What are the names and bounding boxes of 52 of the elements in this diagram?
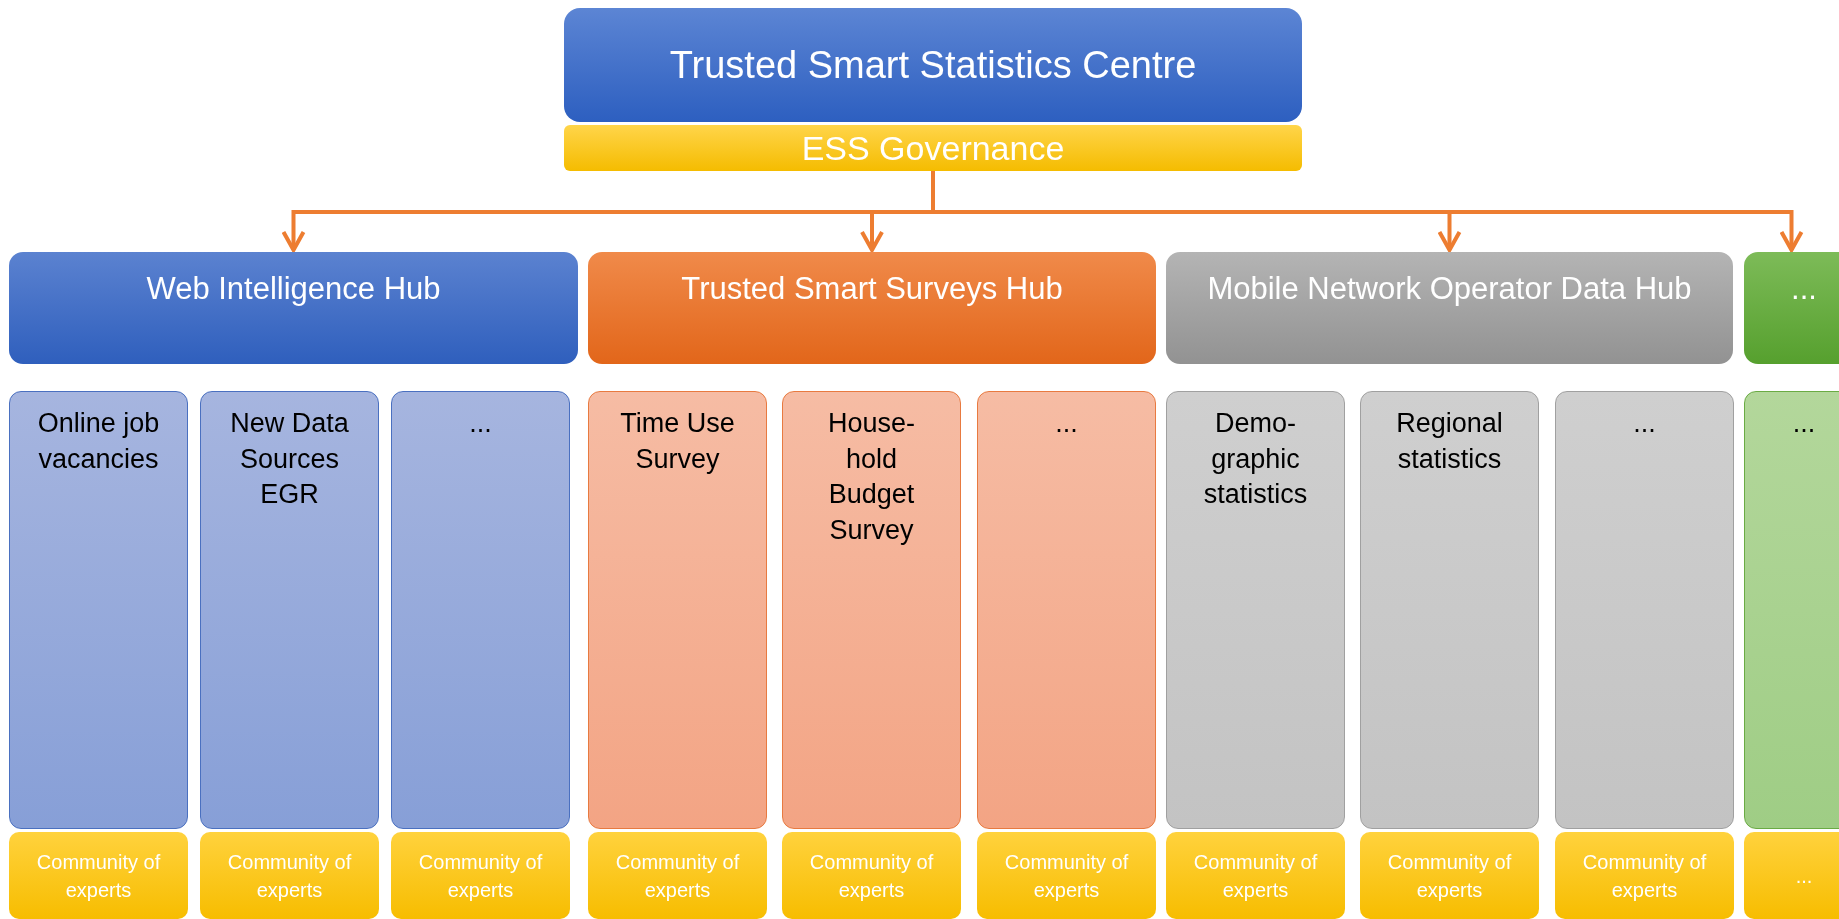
community-box (9, 832, 188, 919)
domain-label: Demo-graphic statistics (1202, 407, 1309, 512)
domain-column (782, 391, 961, 829)
domain-column (391, 391, 570, 829)
community-box (1360, 832, 1539, 919)
community-box (1744, 832, 1839, 919)
hub-title: Web Intelligence Hub (146, 270, 441, 308)
centre-box (564, 8, 1302, 122)
domain-column (977, 391, 1156, 829)
hub-title: Mobile Network Operator Data Hub (1207, 270, 1692, 308)
domain-label: Online job vacancies (36, 407, 161, 476)
domain-label: ... (469, 407, 492, 440)
centre-title: Trusted Smart Statistics Centre (669, 43, 1197, 87)
domain-label: House-hold Budget Survey (826, 407, 916, 547)
domain-label: New Data Sources EGR (229, 407, 350, 512)
community-box (588, 832, 767, 919)
hub-box (588, 252, 1156, 364)
governance-bar (564, 125, 1302, 171)
hub-box (1744, 252, 1839, 364)
governance-label: ESS Governance (801, 128, 1065, 168)
community-box (1555, 832, 1734, 919)
community-label: Community of experts (1581, 849, 1708, 903)
domain-column (200, 391, 379, 829)
domain-label: Regional statistics (1395, 407, 1504, 476)
hub-title: ... (1791, 270, 1817, 308)
domain-label: ... (1792, 407, 1816, 440)
domain-column (9, 391, 188, 829)
domain-column (1744, 391, 1839, 829)
domain-column (588, 391, 767, 829)
community-label: Community of experts (417, 849, 544, 903)
community-label: Community of experts (808, 849, 935, 903)
domain-label: Time Use Survey (619, 407, 736, 476)
domain-label: ... (1633, 407, 1656, 440)
community-label: Community of experts (35, 849, 162, 903)
community-label: Community of experts (614, 849, 741, 903)
community-box (391, 832, 570, 919)
domain-column (1360, 391, 1539, 829)
community-label: Community of experts (226, 849, 353, 903)
community-box (200, 832, 379, 919)
domain-column (1166, 391, 1345, 829)
community-box (977, 832, 1156, 919)
domain-label: ... (1055, 407, 1078, 440)
community-label: ... (1795, 863, 1813, 889)
domain-column (1555, 391, 1734, 829)
community-label: Community of experts (1003, 849, 1130, 903)
hub-title: Trusted Smart Surveys Hub (681, 270, 1063, 308)
hub-box (9, 252, 578, 364)
community-box (782, 832, 961, 919)
community-box (1166, 832, 1345, 919)
hub-box (1166, 252, 1733, 364)
community-label: Community of experts (1192, 849, 1319, 903)
community-label: Community of experts (1386, 849, 1513, 903)
